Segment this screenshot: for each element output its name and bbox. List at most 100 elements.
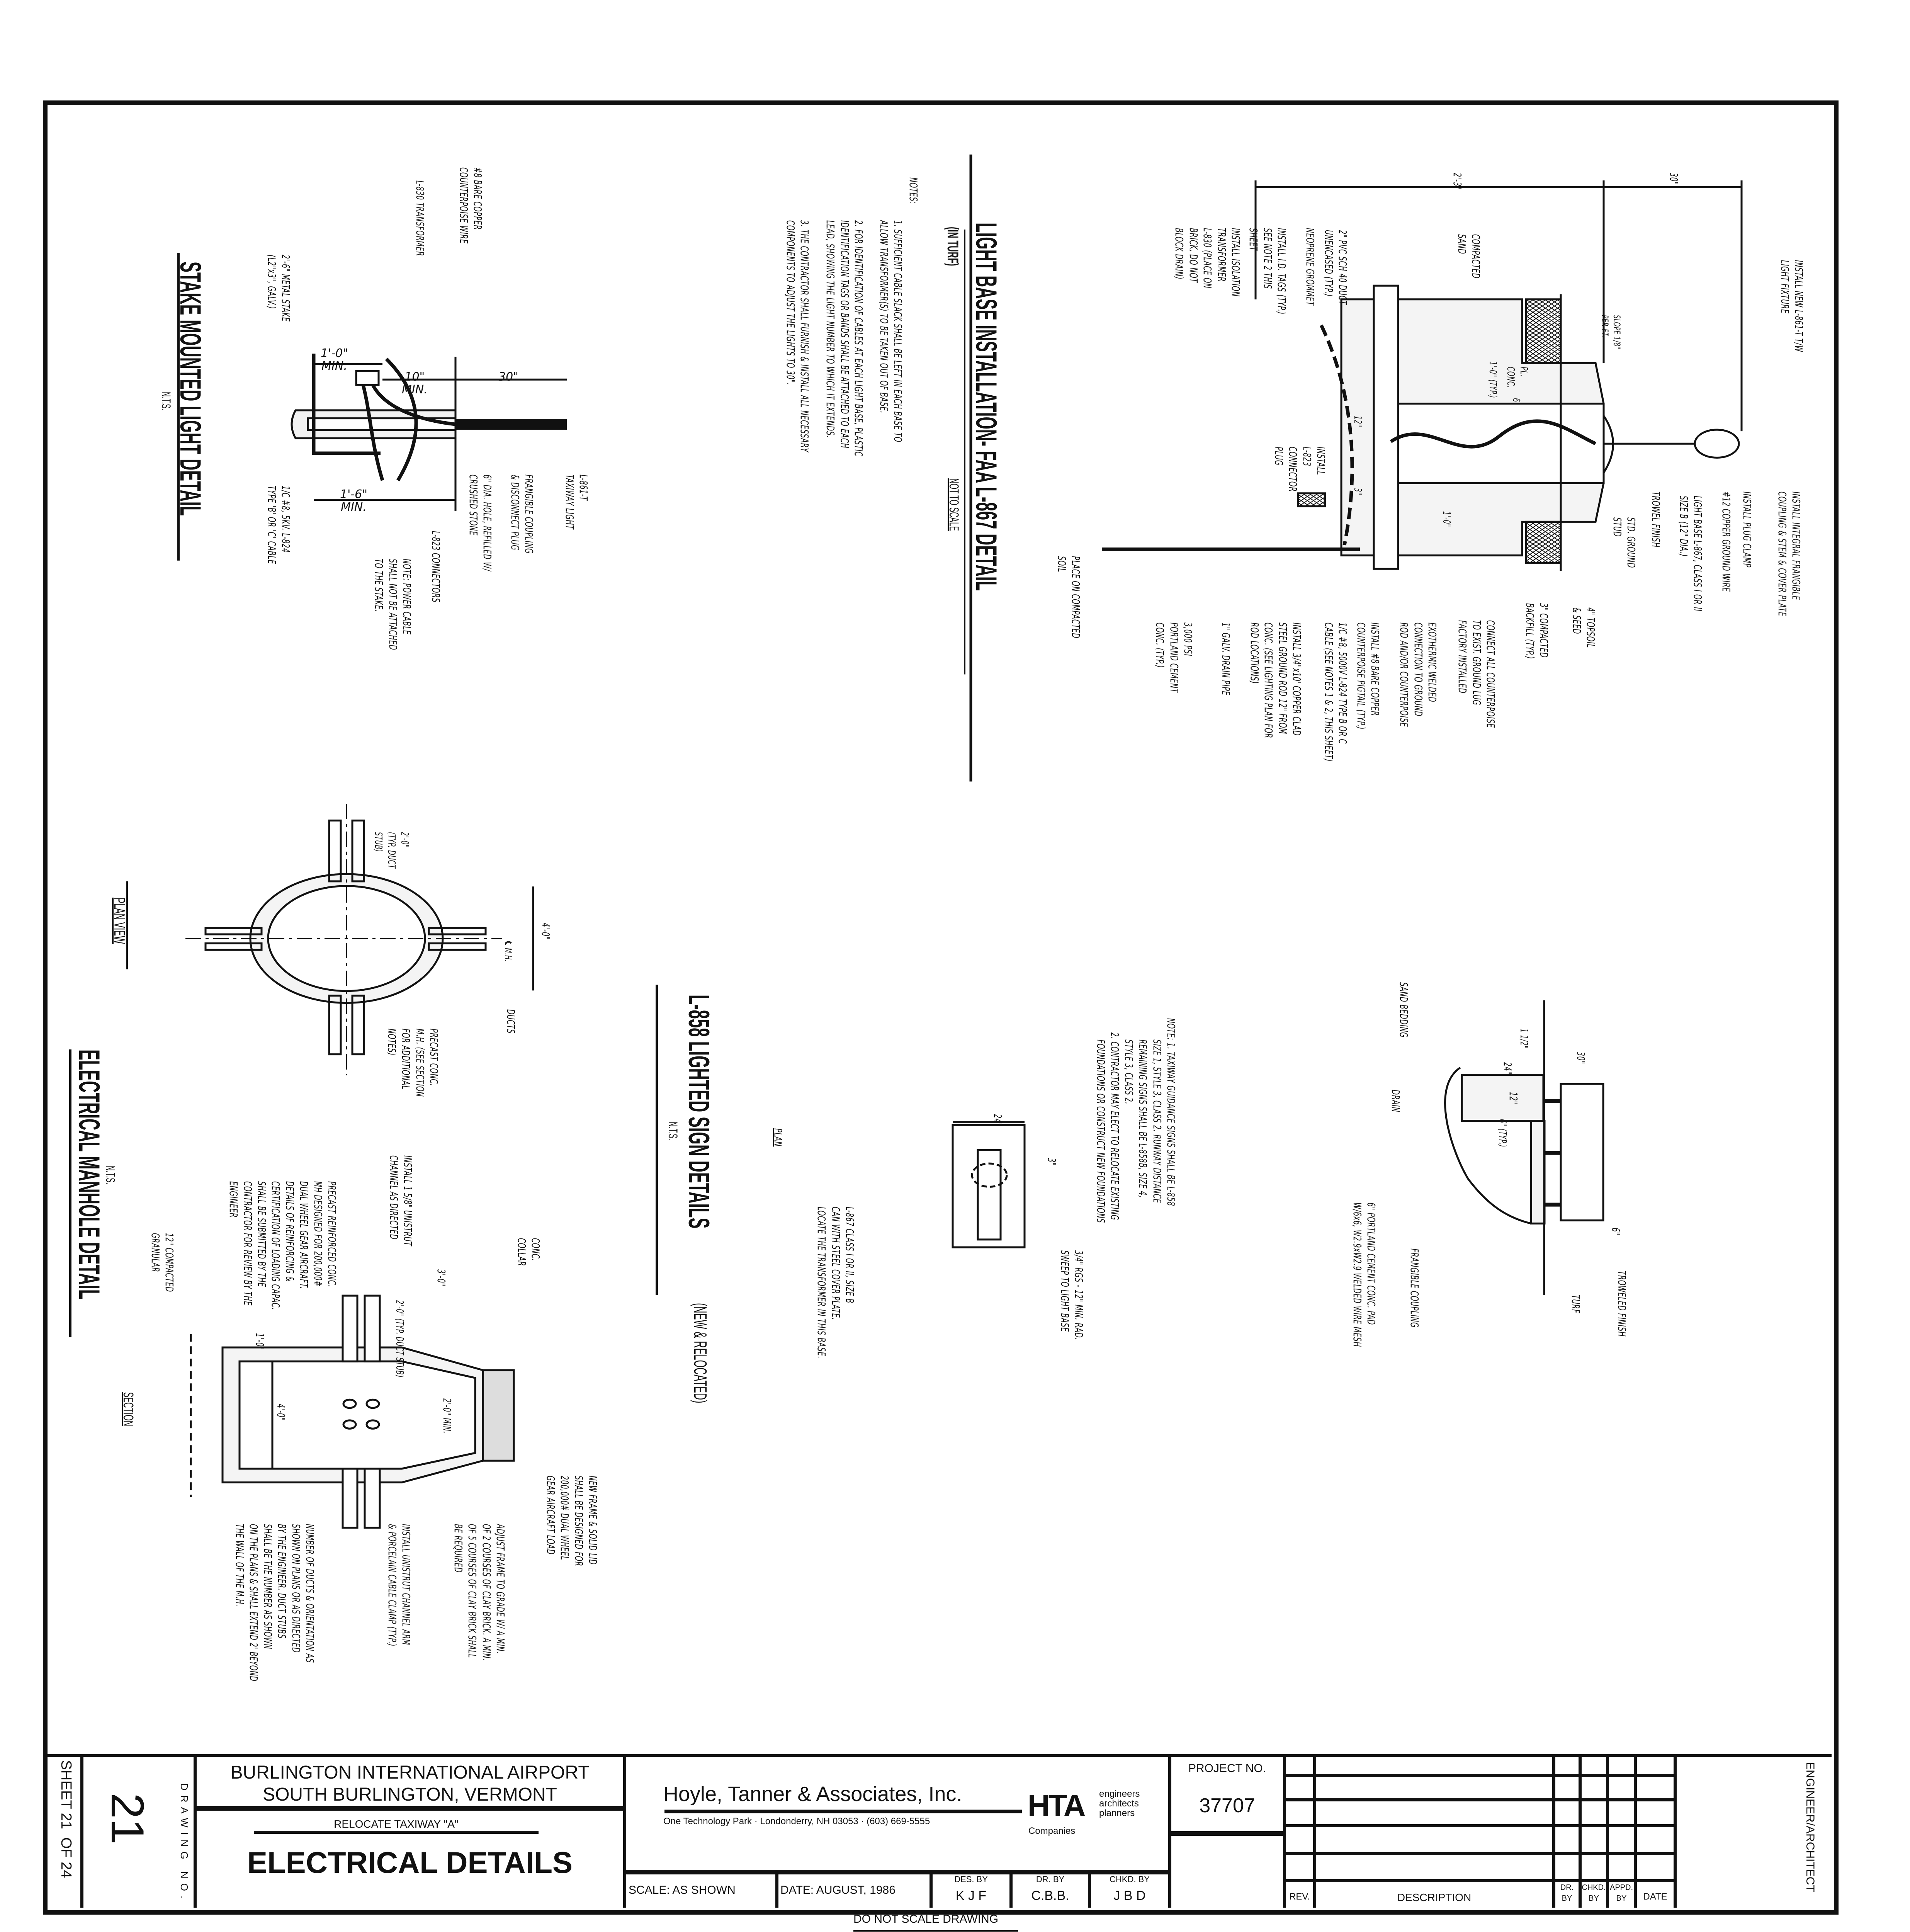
section-label-unistrut-arm: INSTALL UNISTRUT CHANNEL ARM & PORCELAIN… <box>386 1524 413 1647</box>
sign-plan-label: PLAN <box>772 1128 785 1147</box>
label-grommet: NEOPRENE GROMMET <box>1304 228 1317 306</box>
plan-label-ducts: DUCTS <box>505 1009 517 1034</box>
label-plug-clamp: INSTALL PLUG CLAMP <box>1741 492 1754 568</box>
label-cable: 1/C #8, 5000V L-824 TYPE B OR C CABLE (S… <box>1322 622 1349 762</box>
stake-label-coupling: FRANGIBLE COUPLING & DISCONNECT PLUG <box>508 474 535 554</box>
plan-label-dia: 4'-0" <box>539 923 552 940</box>
label-slope: SLOPE 1/8" PER FT. <box>1599 315 1622 350</box>
dr-by: C.B.B. <box>1031 1888 1069 1903</box>
des-by-label: DES. BY <box>954 1874 988 1884</box>
label-id-tags: INSTALL I.D. TAGS (TYP.) SEE NOTE 2 THIS… <box>1247 228 1288 315</box>
label-connector: INSTALL L-823 CONNECTOR PLUG <box>1272 447 1327 492</box>
section-label-granular: 12" COMPACTED GRANULAR <box>149 1233 176 1292</box>
notes-heading: NOTES: <box>907 177 920 204</box>
light-base-section-drawing <box>965 155 1742 782</box>
sign-scale: N.T.S. <box>666 1122 680 1140</box>
section-dim-b: 2'-0" (TYP. DUCT STUB) <box>394 1300 405 1378</box>
project-no: 37707 <box>1199 1794 1255 1817</box>
label-counterpoise-connect: CONNECT ALL COUNTERPOISE TO EXIST. GROUN… <box>1456 620 1497 728</box>
manhole-plan-drawing <box>127 804 533 1075</box>
stake-label-cable: 1/C #8, 5KV. L-824 TYPE 'B' OR 'C' CABLE <box>265 486 292 565</box>
drawing-linework <box>0 103 1910 1754</box>
title-block-grid <box>0 1754 1910 1932</box>
rev-header-rev: REV. <box>1289 1891 1310 1902</box>
section-dim-d: 4'-0" <box>275 1404 287 1421</box>
label-pigtail: INSTALL #8 BARE COPPER COUNTERPOISE PIGT… <box>1354 622 1382 730</box>
stake-dim-d: 1'-6" MIN. <box>340 488 368 514</box>
section-label-precast: PRECAST REINFORCED CONC. MH DESIGNED FOR… <box>227 1181 338 1310</box>
firm-name: Hoyle, Tanner & Associates, Inc. <box>663 1782 962 1806</box>
stake-title: STAKE MOUNTED LIGHT DETAIL <box>174 262 207 516</box>
stake-label-note: NOTE: POWER CABLE SHALL NOT BE ATTACHED … <box>372 559 413 650</box>
engineer-architect-label: ENGINEER/ARCHITECT <box>1804 1762 1817 1892</box>
label-ground-rod: INSTALL 3/4"x10' COPPER CLAD STEEL GROUN… <box>1248 622 1303 738</box>
sign-title: L-858 LIGHTED SIGN DETAILS <box>682 995 715 1229</box>
label-exothermic: EXOTHERMIC WELDED CONNECTION TO GROUND R… <box>1398 622 1439 727</box>
manhole-title: ELECTRICAL MANHOLE DETAIL <box>73 1049 105 1299</box>
light-base-title: LIGHT BASE INSTALLATION- FAA L-867 DETAI… <box>970 223 1003 591</box>
light-base-subtitle: (IN TURF) <box>944 227 961 266</box>
label-fixture: INSTALL NEW L-861-T T/W LIGHT FIXTURE <box>1778 260 1805 352</box>
rev-header-date: DATE <box>1643 1891 1667 1902</box>
stake-light-drawing <box>178 253 567 561</box>
sign-dim-w: 24" <box>991 1114 1004 1126</box>
sheet-border <box>43 100 1839 1915</box>
section-dim-c: 1'-0" <box>253 1333 266 1350</box>
note-2: 2. FOR IDENTIFICATION OF CABLES AT EACH … <box>824 220 865 457</box>
sign-dim-off: 3" <box>1045 1158 1058 1166</box>
manhole-section-drawing <box>70 1049 514 1528</box>
client-line-2: SOUTH BURLINGTON, VERMONT <box>263 1784 557 1805</box>
note-1: 1. SUFFICIENT CABLE SLACK SHALL BE LEFT … <box>877 220 904 442</box>
stake-dim-b: 10" MIN. <box>402 370 428 396</box>
stake-dim-a: 1'-0" MIN. <box>321 347 348 373</box>
sign-dim-f: 12" <box>1507 1092 1520 1104</box>
label-sand: COMPACTED SAND <box>1455 234 1482 279</box>
do-not-scale-note: DO NOT SCALE DRAWING <box>853 1913 999 1925</box>
scale-field: SCALE: AS SHOWN <box>629 1884 736 1896</box>
manhole-scale: N.T.S. <box>104 1166 117 1184</box>
stake-dim-c: 30" <box>498 370 518 384</box>
plan-label-cl: ℄ M.H. <box>503 940 513 962</box>
firm-logo-sub: Companies <box>1028 1826 1076 1836</box>
label-pl-conc: PL. CONC. <box>1505 367 1529 388</box>
section-label-lid: NEW FRAME & SOLID LID SHALL BE DESIGNED … <box>544 1476 599 1566</box>
drawing-number: 21 <box>102 1793 153 1845</box>
dim-twelve: 12" <box>1352 416 1363 427</box>
section-dim-e: 2'-0" MIN. <box>441 1398 454 1434</box>
sign-dim-e: 1 1/2" <box>1518 1029 1529 1049</box>
chkd-by-label: CHKD. BY <box>1110 1874 1150 1884</box>
section-label-unistrut: INSTALL 1 5/8" UNISTRUT CHANNEL AS DIREC… <box>387 1155 414 1246</box>
sheet-title: ELECTRICAL DETAILS <box>247 1845 573 1879</box>
sign-label-finish: TROWELED FINISH <box>1616 1271 1628 1337</box>
firm-logo-tagline: engineers architects planners <box>1099 1789 1140 1819</box>
dim-width-a: 2'-3" <box>1451 173 1464 190</box>
dim-width-b: 30" <box>1667 173 1680 185</box>
stake-label-connectors: L-823 CONNECTORS <box>430 531 442 603</box>
label-coupling: INSTALL INTEGRAL FRANGIBLE COUPLING & ST… <box>1776 492 1803 617</box>
sign-label-drain: DRAIN <box>1389 1090 1402 1112</box>
plan-label-stub: 2'-0" (TYP. DUCT STUB) <box>372 832 410 869</box>
dim-three: 3" <box>1352 488 1363 495</box>
label-ground-wire: #12 COPPER GROUND WIRE <box>1720 492 1733 592</box>
label-trowel: TROWEL FINISH <box>1650 492 1662 548</box>
dim-one-ft: 1'-0" <box>1441 511 1452 527</box>
label-topsoil: 4" TOPSOIL & SEED <box>1570 607 1597 648</box>
label-light-base: LIGHT BASE L-867, CLASS I OR II SIZE B (… <box>1677 496 1704 612</box>
label-drain: 1" GALV. DRAIN PIPE <box>1220 622 1232 696</box>
client-line-1: BURLINGTON INTERNATIONAL AIRPORT <box>230 1762 590 1783</box>
sign-label-can: L-867 CLASS I OR II, SIZE B CAN WITH STE… <box>815 1207 856 1359</box>
section-dim-a: 3'-0" <box>435 1269 448 1287</box>
manhole-plan-label: PLAN VIEW <box>111 898 128 944</box>
note-3: 3. THE CONTRACTOR SHALL FURNISH & INSTAL… <box>784 220 811 452</box>
sign-dim-g: 6" (TYP.) <box>1497 1119 1508 1148</box>
manhole-section-label: SECTION <box>121 1392 136 1427</box>
label-backfill: 3" COMPACTED BACKFILL (TYP.) <box>1523 603 1550 659</box>
date-field: DATE: AUGUST, 1986 <box>780 1884 896 1896</box>
plan-label-precast: PRECAST CONC. M.H. (SEE SECTION FOR ADDI… <box>385 1029 440 1097</box>
rev-header-dr-by: DR. BY <box>1560 1883 1574 1903</box>
sign-note: NOTE: 1. TAXIWAY GUIDANCE SIGNS SHALL BE… <box>1094 1018 1178 1223</box>
sign-drawings <box>657 985 1603 1295</box>
drawing-number-label: DRAWING NO. <box>178 1783 190 1903</box>
firm-address: One Technology Park · Londonderry, NH 03… <box>663 1816 930 1827</box>
light-base-scale: NOT TO SCALE <box>947 478 961 531</box>
